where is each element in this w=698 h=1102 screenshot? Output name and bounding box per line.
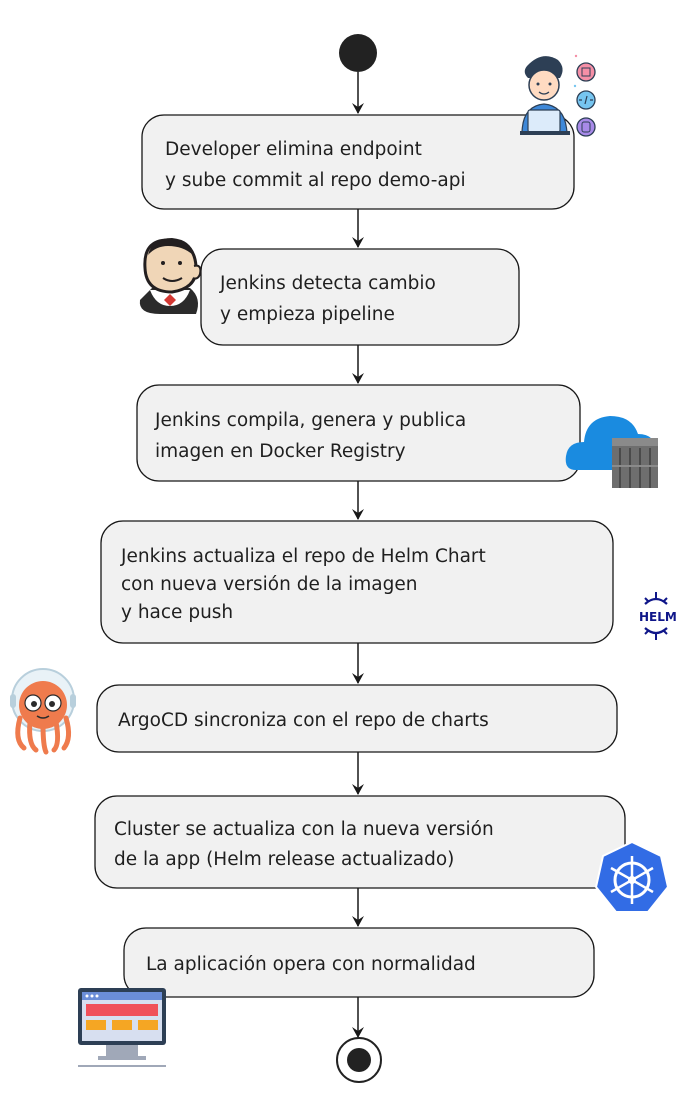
developer-icon [520, 54, 596, 137]
step-text: imagen en Docker Registry [155, 441, 406, 462]
step-app-ok: La aplicación opera con normalidad [123, 927, 595, 998]
step-text: ArgoCD sincroniza con el repo de charts [118, 710, 489, 731]
step-text: y empieza pipeline [220, 304, 395, 325]
argocd-icon [10, 668, 76, 755]
end-node [336, 1037, 382, 1083]
step-cluster-update: Cluster se actualiza con la nueva versió… [94, 795, 626, 889]
step-text: con nueva versión de la imagen [121, 574, 417, 595]
step-text: Jenkins actualiza el repo de Helm Chart [120, 546, 486, 567]
helm-icon: HELM [639, 592, 677, 640]
step-jenkins-detect: Jenkins detecta cambio y empieza pipelin… [200, 248, 520, 346]
step-commit: Developer elimina endpoint y sube commit… [141, 114, 575, 210]
step-text: y sube commit al repo demo-api [165, 170, 466, 191]
container-registry-icon [565, 416, 658, 488]
step-text: Cluster se actualiza con la nueva versió… [114, 819, 494, 840]
helm-label: HELM [639, 610, 677, 624]
start-node [339, 34, 377, 72]
step-text: Developer elimina endpoint [165, 139, 422, 160]
step-text: Jenkins compila, genera y publica [154, 410, 466, 431]
kubernetes-icon [594, 840, 670, 913]
step-jenkins-build: Jenkins compila, genera y publica imagen… [136, 384, 581, 482]
jenkins-icon [139, 238, 202, 314]
monitor-app-icon [78, 988, 166, 1067]
step-text: La aplicación opera con normalidad [146, 954, 476, 975]
step-argocd-sync: ArgoCD sincroniza con el repo de charts [96, 684, 618, 753]
step-jenkins-helm: Jenkins actualiza el repo de Helm Chart … [100, 520, 614, 644]
step-text: de la app (Helm release actualizado) [114, 849, 454, 870]
step-text: Jenkins detecta cambio [219, 273, 436, 294]
step-text: y hace push [121, 602, 233, 623]
